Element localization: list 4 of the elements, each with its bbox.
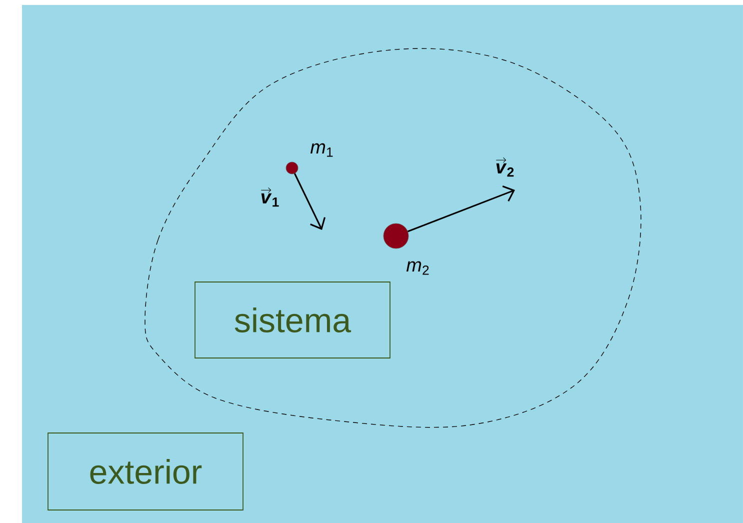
label-box: sistema [194, 282, 390, 358]
mass-label: m$_{2}$ [406, 261, 429, 275]
label-box: exterior [48, 432, 244, 510]
mass-label: m$_{1}$ [310, 143, 333, 157]
